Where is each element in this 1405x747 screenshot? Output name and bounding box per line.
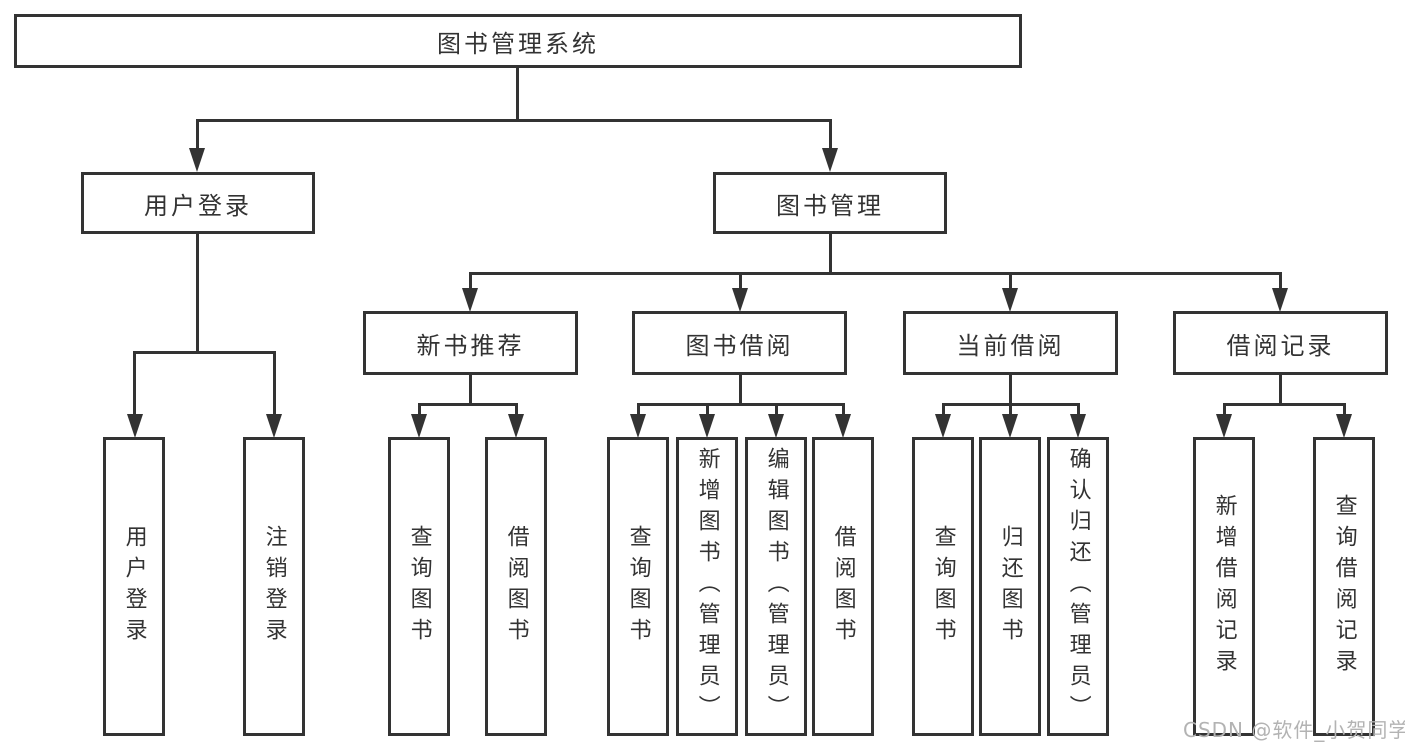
arrow-down-icon bbox=[1070, 414, 1086, 438]
connector-line bbox=[942, 403, 945, 417]
connector-line bbox=[706, 403, 709, 417]
arrow-down-icon bbox=[835, 414, 851, 438]
connector-line bbox=[1343, 403, 1346, 417]
connector-line bbox=[469, 272, 472, 292]
node-label: 归还图书 bbox=[997, 524, 1023, 649]
node-label: 借阅图书 bbox=[830, 524, 856, 649]
leaf-query-borrow-record: 查询借阅记录 bbox=[1313, 437, 1375, 736]
node-label: 当前借阅 bbox=[956, 331, 1065, 360]
node-borrow-records: 借阅记录 bbox=[1173, 311, 1388, 375]
arrow-down-icon bbox=[732, 288, 748, 312]
arrow-down-icon bbox=[630, 414, 646, 438]
leaf-edit-books-admin: 编辑图书（管理员） bbox=[745, 437, 807, 736]
connector-line bbox=[1009, 375, 1012, 405]
node-label: 查询借阅记录 bbox=[1331, 493, 1357, 680]
arrow-down-icon bbox=[1272, 288, 1288, 312]
connector-line bbox=[196, 119, 832, 122]
leaf-add-books-admin: 新增图书（管理员） bbox=[676, 437, 738, 736]
leaf-confirm-return-admin: 确认归还（管理员） bbox=[1047, 437, 1109, 736]
connector-line bbox=[418, 403, 518, 406]
arrow-down-icon bbox=[266, 414, 282, 438]
arrow-down-icon bbox=[822, 148, 838, 172]
node-label: 用户登录 bbox=[144, 191, 252, 220]
node-user-login: 用户登录 bbox=[81, 172, 315, 234]
connector-line bbox=[469, 272, 1282, 275]
arrow-down-icon bbox=[1002, 288, 1018, 312]
connector-line bbox=[1077, 403, 1080, 417]
connector-line bbox=[1009, 272, 1012, 292]
leaf-query-books-recommend: 查询图书 bbox=[388, 437, 450, 736]
connector-line bbox=[739, 272, 742, 292]
connector-line bbox=[637, 403, 845, 406]
node-label: 新增图书（管理员） bbox=[694, 447, 720, 726]
arrow-down-icon bbox=[768, 414, 784, 438]
leaf-borrow-books-recommend: 借阅图书 bbox=[485, 437, 547, 736]
arrow-down-icon bbox=[411, 414, 427, 438]
node-label: 新增借阅记录 bbox=[1211, 493, 1237, 680]
connector-line bbox=[1279, 272, 1282, 292]
arrow-down-icon bbox=[1216, 414, 1232, 438]
node-label: 图书借阅 bbox=[685, 331, 794, 360]
node-book-management: 图书管理 bbox=[713, 172, 947, 234]
node-label: 借阅记录 bbox=[1226, 331, 1335, 360]
node-label: 用户登录 bbox=[121, 524, 147, 649]
connector-line bbox=[469, 375, 472, 405]
connector-line bbox=[133, 351, 136, 415]
node-label: 注销登录 bbox=[261, 524, 287, 649]
connector-line bbox=[516, 68, 519, 122]
node-label: 新书推荐 bbox=[416, 331, 525, 360]
node-label: 编辑图书（管理员） bbox=[763, 447, 789, 726]
leaf-user-login: 用户登录 bbox=[103, 437, 165, 736]
arrow-down-icon bbox=[462, 288, 478, 312]
node-current-borrowing: 当前借阅 bbox=[903, 311, 1118, 375]
connector-line bbox=[829, 234, 832, 275]
node-label: 借阅图书 bbox=[503, 524, 529, 649]
leaf-logout: 注销登录 bbox=[243, 437, 305, 736]
connector-line bbox=[418, 403, 421, 417]
arrow-down-icon bbox=[1336, 414, 1352, 438]
leaf-query-books-current: 查询图书 bbox=[912, 437, 974, 736]
arrow-down-icon bbox=[508, 414, 524, 438]
connector-line bbox=[1279, 375, 1282, 405]
node-label: 图书管理 bbox=[776, 191, 884, 220]
arrow-down-icon bbox=[699, 414, 715, 438]
connector-line bbox=[842, 403, 845, 417]
connector-line bbox=[775, 403, 778, 417]
node-new-book-recommend: 新书推荐 bbox=[363, 311, 578, 375]
node-library-management-system: 图书管理系统 bbox=[14, 14, 1022, 68]
connector-line bbox=[273, 351, 276, 415]
connector-line bbox=[1223, 403, 1226, 417]
connector-line bbox=[829, 119, 832, 153]
arrow-down-icon bbox=[1002, 414, 1018, 438]
connector-line bbox=[1009, 403, 1012, 417]
leaf-return-books: 归还图书 bbox=[979, 437, 1041, 736]
arrow-down-icon bbox=[127, 414, 143, 438]
leaf-borrow-books: 借阅图书 bbox=[812, 437, 874, 736]
connector-line bbox=[196, 119, 199, 153]
connector-line bbox=[1223, 403, 1346, 406]
connector-line bbox=[515, 403, 518, 417]
node-label: 查询图书 bbox=[930, 524, 956, 649]
connector-line bbox=[196, 234, 199, 354]
connector-line bbox=[133, 351, 276, 354]
arrow-down-icon bbox=[189, 148, 205, 172]
node-label: 确认归还（管理员） bbox=[1065, 447, 1091, 726]
node-label: 查询图书 bbox=[406, 524, 432, 649]
leaf-query-books-borrowing: 查询图书 bbox=[607, 437, 669, 736]
node-book-borrowing: 图书借阅 bbox=[632, 311, 847, 375]
csdn-watermark: CSDN @软件_小贺同学 bbox=[1183, 718, 1405, 742]
connector-line bbox=[739, 375, 742, 405]
leaf-add-borrow-record: 新增借阅记录 bbox=[1193, 437, 1255, 736]
connector-line bbox=[637, 403, 640, 417]
node-label: 图书管理系统 bbox=[437, 29, 599, 58]
node-label: 查询图书 bbox=[625, 524, 651, 649]
arrow-down-icon bbox=[935, 414, 951, 438]
